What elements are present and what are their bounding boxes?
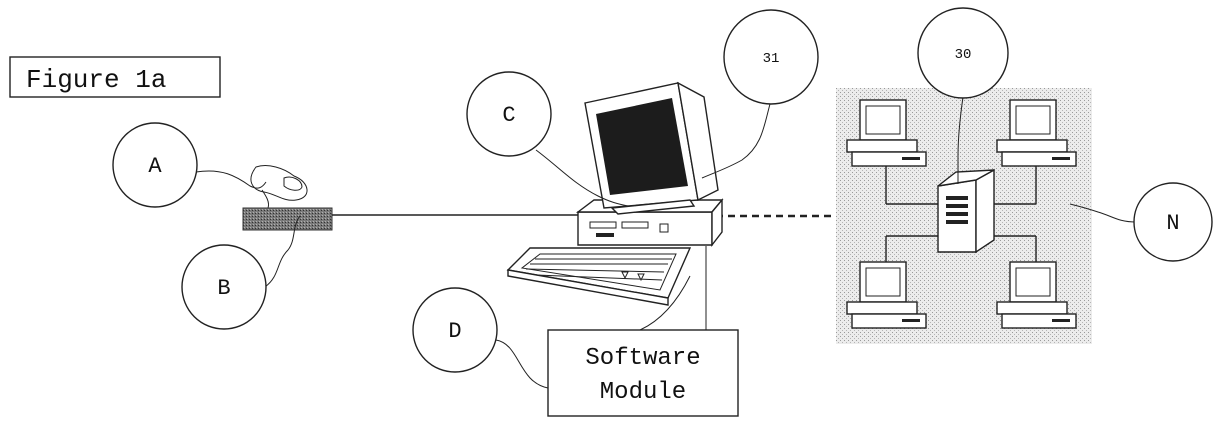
workstation-bottom-right — [996, 261, 1077, 329]
workstation-top-left — [846, 99, 927, 167]
workstation-top-right — [996, 99, 1077, 167]
callout-d-label: D — [448, 319, 461, 344]
callout-c: C — [466, 71, 552, 157]
fingerprint-sensor — [242, 165, 333, 231]
software-module-line-1: Software — [585, 345, 700, 372]
workstation-bottom-left — [846, 261, 927, 329]
server-tower — [937, 168, 995, 254]
callout-30-label: 30 — [955, 47, 972, 63]
leader-lines — [195, 96, 1137, 389]
callout-31-label: 31 — [763, 51, 780, 67]
callout-b: B — [181, 244, 267, 330]
callout-30: 30 — [917, 7, 1009, 99]
figure-title: Figure 1a — [9, 56, 221, 98]
callout-a: A — [112, 122, 198, 208]
callout-a-label: A — [148, 154, 162, 179]
desktop-computer — [506, 81, 724, 306]
callout-b-label: B — [217, 276, 230, 301]
callout-31: 31 — [723, 9, 819, 105]
software-module-line-2: Module — [600, 379, 686, 406]
callout-n: N — [1133, 182, 1213, 262]
network-area — [836, 88, 1092, 344]
software-module-box: Software Module — [547, 329, 739, 417]
callout-n-label: N — [1166, 211, 1179, 236]
callout-c-label: C — [502, 103, 515, 128]
figure-title-text: Figure 1a — [26, 65, 166, 95]
callout-d: D — [412, 287, 498, 373]
